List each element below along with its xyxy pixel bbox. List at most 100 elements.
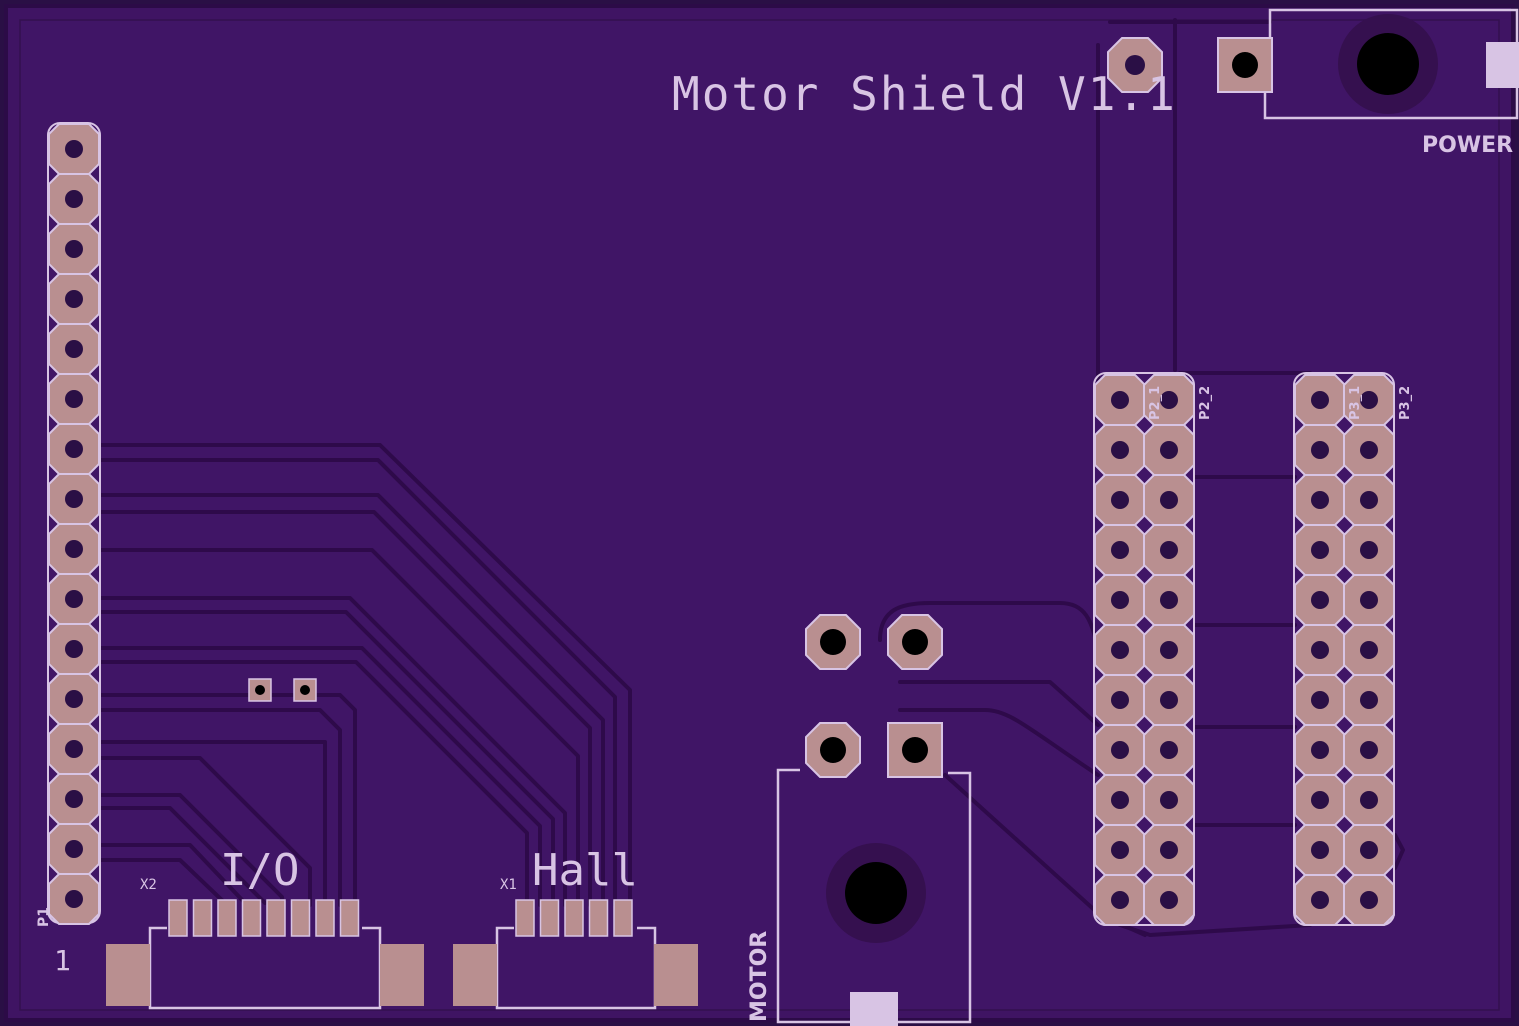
power-jack (1107, 8, 1519, 120)
p3-pad (1343, 574, 1395, 626)
hall-label: Hall (532, 845, 638, 896)
p2-pad (1143, 474, 1195, 526)
p1-pad (48, 223, 100, 275)
p2-pad (1094, 824, 1146, 876)
p3-pad (1343, 774, 1395, 826)
power-label: POWER (1422, 133, 1513, 158)
p2-pad (1094, 374, 1146, 426)
smd-pin (266, 899, 286, 937)
p3-pad (1294, 424, 1346, 476)
p1-label: P1 (36, 907, 52, 927)
p2-pad (1143, 674, 1195, 726)
header-p3 (1293, 372, 1395, 926)
p2-pad (1143, 574, 1195, 626)
vias (248, 678, 317, 702)
x1-mount-right (654, 944, 698, 1006)
board-pour (19, 19, 1500, 1011)
p2-pad (1143, 424, 1195, 476)
x2-label: X2 (140, 877, 157, 893)
p3-pad (1343, 674, 1395, 726)
connector-x1 (453, 899, 698, 1010)
connector-x2 (106, 899, 424, 1010)
x2-pins (168, 899, 360, 937)
motor-jack-hole (845, 862, 907, 924)
p3-pad (1343, 824, 1395, 876)
p3-pad (1294, 774, 1346, 826)
motor-pads (805, 614, 943, 778)
trace-layer (878, 18, 1405, 937)
trace-motor-2 (898, 680, 1100, 727)
p2-pad (1094, 524, 1146, 576)
smd-pin (168, 899, 188, 937)
trace-motor-3 (898, 708, 1100, 777)
p1-pad (48, 523, 100, 575)
p2-1-label: P2_1 (1148, 386, 1163, 420)
smd-pin (613, 899, 633, 937)
p3-pad (1343, 874, 1395, 926)
p2-pad (1094, 774, 1146, 826)
p2-pad (1143, 724, 1195, 776)
smd-pin (217, 899, 237, 937)
p2-pad (1143, 774, 1195, 826)
x1-label: X1 (500, 877, 517, 893)
io-bus-traces (98, 443, 632, 907)
x1-outline (495, 926, 657, 1010)
smd-pin (515, 899, 535, 937)
p2-pad (1143, 874, 1195, 926)
p3-pad (1294, 574, 1346, 626)
p1-pad (48, 573, 100, 625)
p2-pad (1094, 724, 1146, 776)
p2-pad (1143, 524, 1195, 576)
p2-pad (1094, 474, 1146, 526)
p3-pad (1294, 724, 1346, 776)
io-label: I/O (220, 845, 299, 896)
motor-label: MOTOR (747, 931, 772, 1022)
p1-pad (48, 373, 100, 425)
x2-mount-right (380, 944, 424, 1006)
smd-pin (315, 899, 335, 937)
header-p2 (1093, 372, 1195, 926)
header-p1 (47, 122, 101, 925)
p1-pad (48, 323, 100, 375)
p1-pad (48, 423, 100, 475)
p3-pad (1343, 724, 1395, 776)
p2-pad (1094, 874, 1146, 926)
smd-pin (241, 899, 262, 937)
p1-pad (48, 823, 100, 875)
p1-pad (48, 123, 100, 175)
smd-pin (339, 899, 360, 937)
p2-pad (1143, 624, 1195, 676)
p3-pad (1343, 424, 1395, 476)
x2-mount-left (106, 944, 150, 1006)
board-title: Motor Shield V1.1 (672, 67, 1177, 121)
p1-pad (48, 473, 100, 525)
smd-pin (192, 899, 213, 937)
p2-pad (1094, 674, 1146, 726)
p1-pad (48, 623, 100, 675)
p1-pad (48, 773, 100, 825)
p1-pad (48, 673, 100, 725)
p1-pad (48, 723, 100, 775)
x2-outline (148, 926, 382, 1010)
power-pad-drill (1125, 55, 1145, 75)
p2-pad (1094, 624, 1146, 676)
p3-pad (1343, 374, 1395, 426)
p3-2-label: P3_2 (1398, 386, 1413, 420)
p1-pad (48, 173, 100, 225)
x1-pins (515, 899, 633, 937)
x1-mount-left (453, 944, 497, 1006)
motor-connector (776, 614, 972, 1026)
trace-p3-right (1393, 833, 1405, 870)
p1-pad (48, 873, 100, 925)
smd-pin (564, 899, 584, 937)
smd-pin (588, 899, 609, 937)
p3-pad (1343, 624, 1395, 676)
p1-pad (48, 273, 100, 325)
smd-pin (290, 899, 311, 937)
motor-jack-tab (850, 992, 898, 1026)
power-jack-hole (1357, 33, 1419, 95)
p2-2-label: P2_2 (1198, 386, 1213, 420)
p2-pad (1094, 574, 1146, 626)
p3-1-label: P3_1 (1348, 386, 1363, 420)
